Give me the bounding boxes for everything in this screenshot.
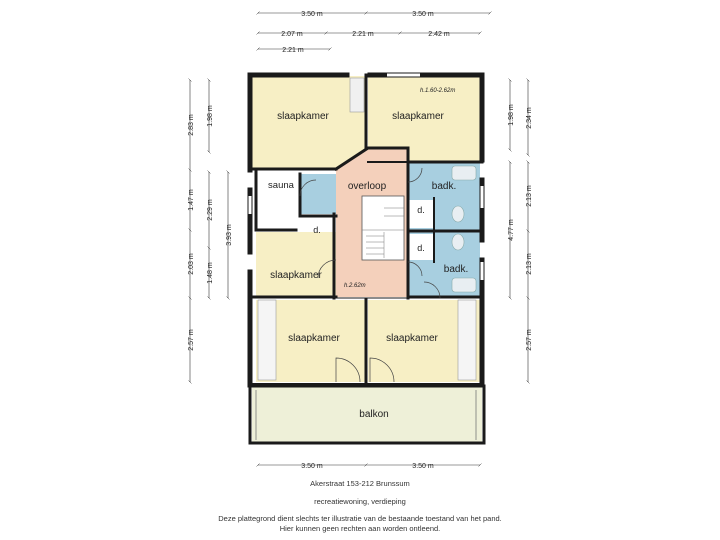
dim-left-inner-a: 1.98 m bbox=[207, 105, 214, 127]
windows bbox=[248, 73, 484, 280]
dimension-labels: 3.50 m 3.50 m 2.07 m 2.21 m 2.42 m 2.21 … bbox=[188, 11, 533, 470]
dim-left-outer-4: 2.57 m bbox=[188, 329, 195, 351]
dim-top1-b: 3.50 m bbox=[412, 11, 434, 18]
dim-right-outer-1: 2.57 m bbox=[526, 329, 533, 351]
label-slaapkamer-nw: slaapkamer bbox=[277, 111, 329, 122]
room-balkon bbox=[252, 386, 482, 442]
dim-left-mid-1: 2.29 m bbox=[207, 199, 214, 221]
dim-top2-c: 2.42 m bbox=[428, 31, 450, 38]
room-sauna bbox=[256, 174, 300, 218]
room-sauna-hall bbox=[300, 174, 336, 214]
dim-right-inner-1: 1.98 m bbox=[508, 104, 515, 126]
closet-sw bbox=[257, 299, 277, 381]
closet-nw bbox=[349, 77, 365, 113]
label-slaapkamer-se: slaapkamer bbox=[386, 333, 438, 344]
label-slaapkamer-sw: slaapkamer bbox=[288, 333, 340, 344]
dim-top2-b: 2.21 m bbox=[352, 31, 374, 38]
room-slaapkamer-nw bbox=[252, 76, 366, 169]
dim-right-inner-3: 2.13 m bbox=[526, 253, 533, 275]
label-slaapkamer-ne: slaapkamer bbox=[392, 111, 444, 122]
room-labels: slaapkamer slaapkamer h.1.60-2.62m sauna… bbox=[268, 88, 468, 420]
label-height-ne: h.1.60-2.62m bbox=[420, 88, 455, 94]
dimension-lines bbox=[190, 13, 528, 465]
dim-left-mid-2: 1.48 m bbox=[207, 262, 214, 284]
balkon-railing bbox=[248, 384, 486, 445]
dim-bottom-a: 3.50 m bbox=[301, 463, 323, 470]
bathroom-fixtures bbox=[451, 165, 477, 293]
room-douche-2 bbox=[408, 200, 434, 228]
dim-left-outer-1: 2.83 m bbox=[188, 114, 195, 136]
dim-left-inner-b: 3.93 m bbox=[226, 224, 233, 246]
footer-disclaimer-1: Deze plattegrond dient slechts ter illus… bbox=[218, 514, 502, 523]
footer-sub: recreatiewoning, verdieping bbox=[0, 497, 720, 507]
closet-se bbox=[457, 299, 477, 381]
label-douche-3: d. bbox=[417, 243, 425, 253]
label-balkon: balkon bbox=[359, 409, 388, 420]
footer: Akerstraat 153-212 Brunssum bbox=[0, 479, 720, 489]
door-swings bbox=[299, 167, 441, 383]
dim-right-mid-2: 4.77 m bbox=[508, 219, 515, 241]
stair-treads bbox=[362, 207, 404, 258]
footer-subtitle: recreatiewoning, verdieping bbox=[314, 497, 406, 506]
label-height-overloop: h.2.62m bbox=[344, 283, 366, 289]
dim-left-outer-2: 1.47 m bbox=[188, 189, 195, 211]
room-douche-3 bbox=[408, 234, 434, 260]
footer-disclaimer: Deze plattegrond dient slechts ter illus… bbox=[0, 514, 720, 534]
room-slaapkamer-w bbox=[256, 232, 336, 296]
dim-bottom-b: 3.50 m bbox=[412, 463, 434, 470]
label-sauna: sauna bbox=[268, 180, 295, 191]
dim-right-mid-1: 2.34 m bbox=[526, 107, 533, 129]
label-douche-2: d. bbox=[417, 205, 425, 215]
label-douche-1: d. bbox=[313, 225, 321, 235]
dim-left-outer-3: 2.03 m bbox=[188, 253, 195, 275]
label-badk-top: badk. bbox=[432, 181, 456, 192]
stairwell bbox=[361, 195, 405, 261]
room-fills bbox=[252, 76, 482, 442]
dim-top3-a: 2.21 m bbox=[282, 47, 304, 54]
footer-disclaimer-2: Hier kunnen geen rechten aan worden ontl… bbox=[279, 524, 441, 533]
dim-top2-a: 2.07 m bbox=[281, 31, 303, 38]
dim-right-inner-2: 2.13 m bbox=[526, 185, 533, 207]
label-slaapkamer-w: slaapkamer bbox=[270, 270, 322, 281]
dim-top1-a: 3.50 m bbox=[301, 11, 323, 18]
label-badk-bottom: badk. bbox=[444, 264, 468, 275]
label-overloop: overloop bbox=[348, 181, 387, 192]
footer-address: Akerstraat 153-212 Brunssum bbox=[310, 479, 410, 488]
